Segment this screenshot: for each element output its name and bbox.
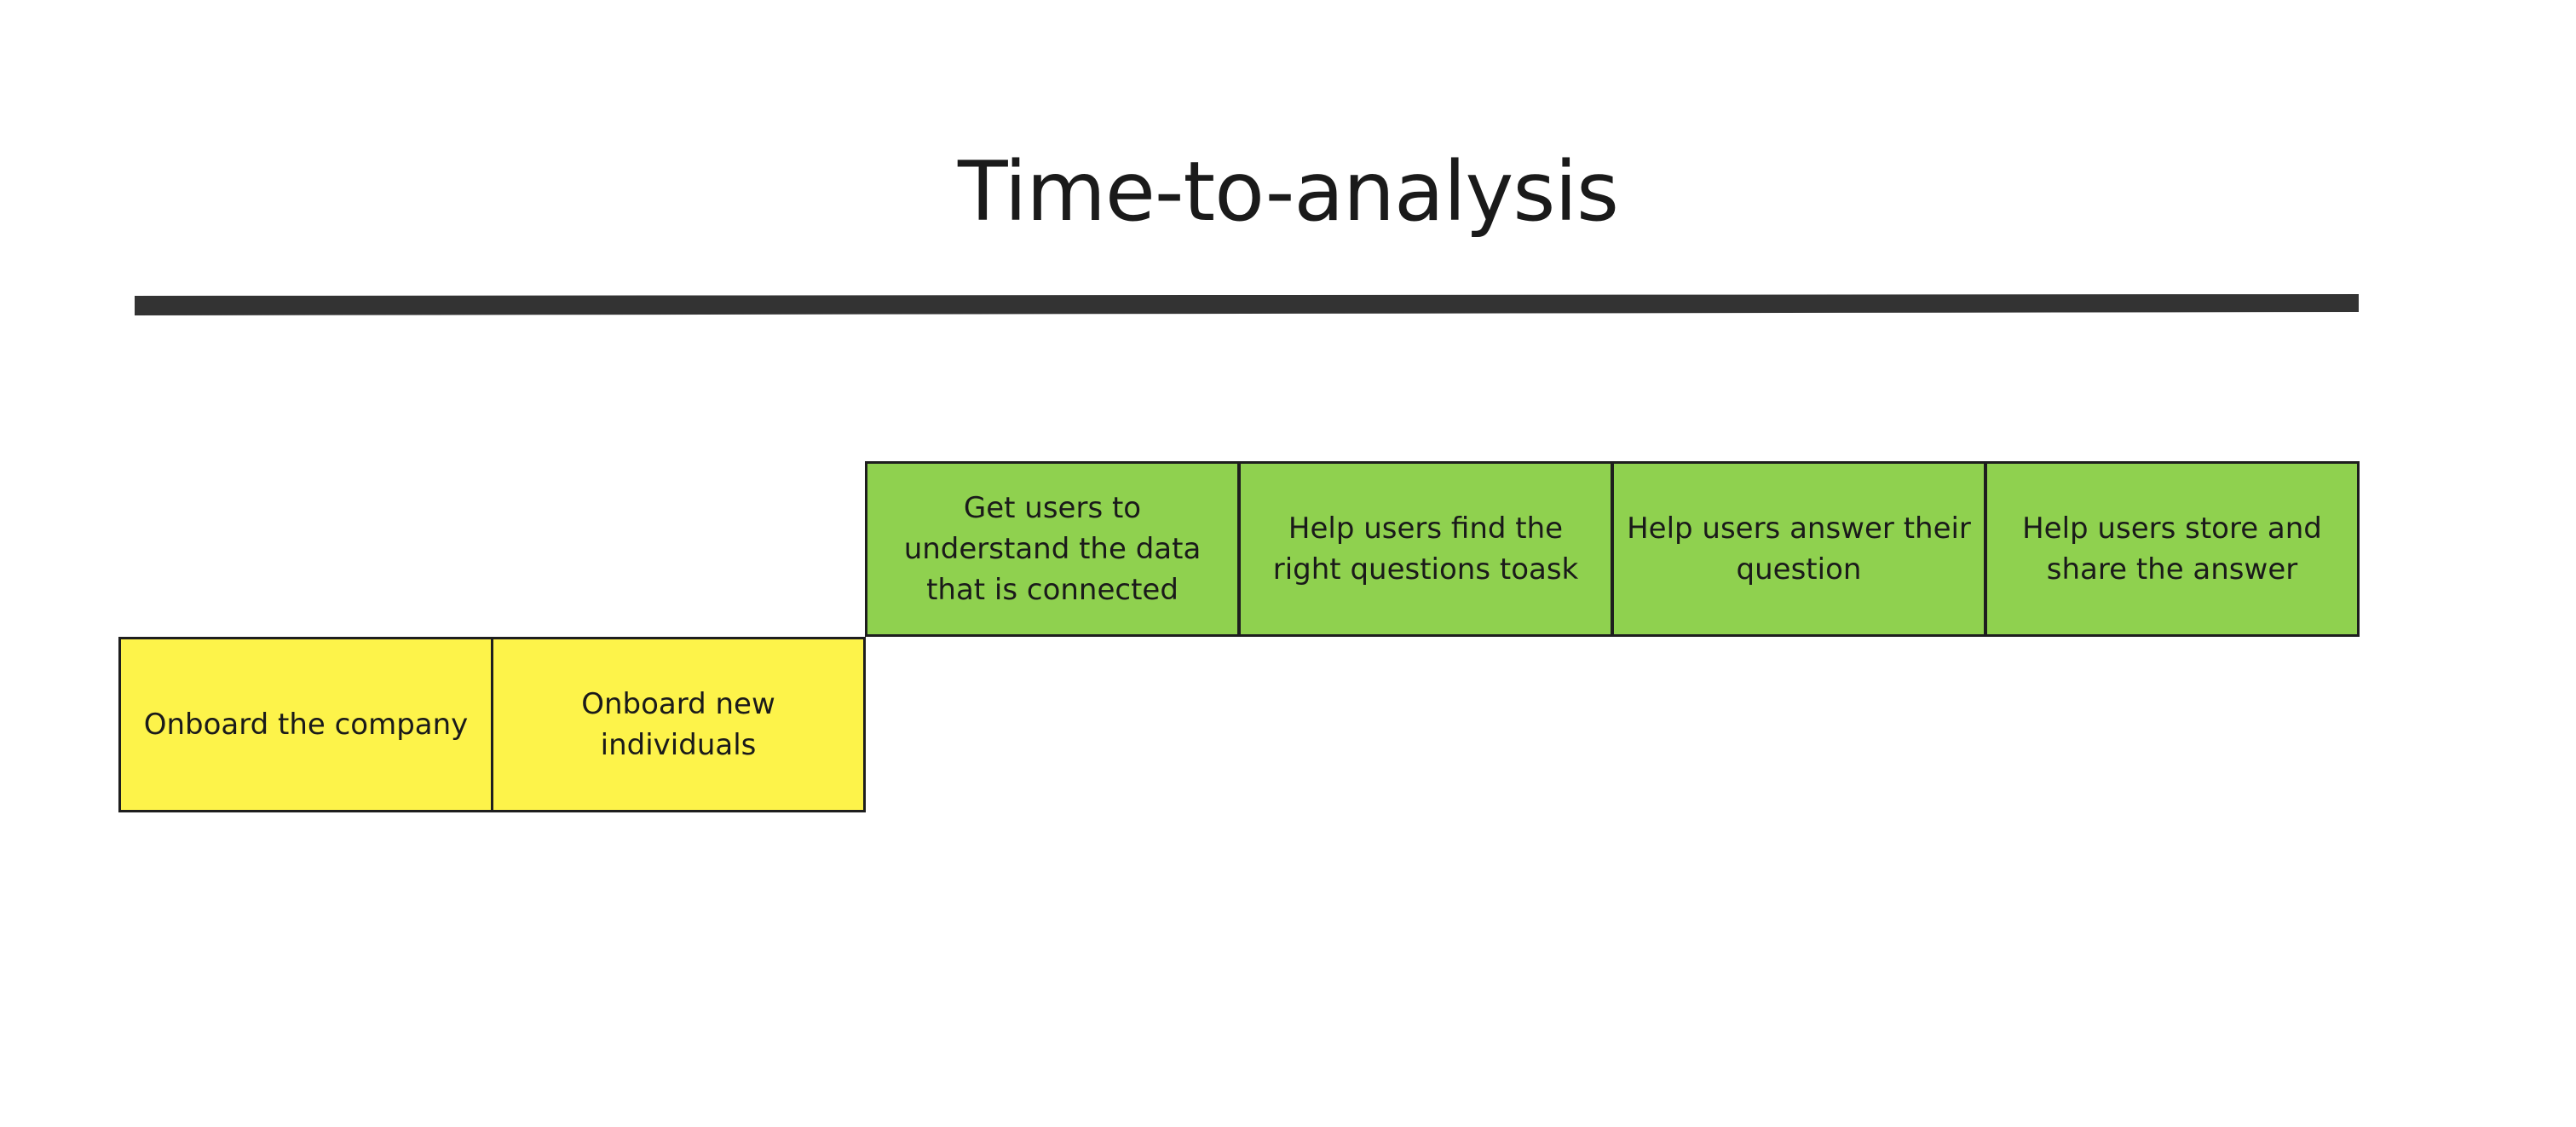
diagram-title: Time-to-analysis: [957, 144, 1619, 240]
timeline-bar-shape: [135, 294, 2359, 315]
sticky-note-label: Onboard the company: [143, 708, 469, 742]
sticky-note-onboard-individuals[interactable]: Onboard new individuals: [491, 637, 866, 812]
sticky-note-label: Help users find the right questions toas…: [1272, 511, 1579, 587]
sticky-note-label: Onboard new individuals: [581, 687, 775, 762]
sticky-note-label: Help users answer their question: [1627, 511, 1971, 587]
sticky-note-label: Get users to understand the data that is…: [903, 491, 1202, 607]
sticky-note-label: Help users store and share the answer: [2022, 511, 2322, 587]
sticky-note-answer-question[interactable]: Help users answer their question: [1611, 461, 1986, 637]
sticky-note-store-share[interactable]: Help users store and share the answer: [1985, 461, 2360, 637]
sticky-note-find-questions[interactable]: Help users find the right questions toas…: [1238, 461, 1613, 637]
sticky-note-onboard-company[interactable]: Onboard the company: [118, 637, 493, 812]
sticky-note-understand-data[interactable]: Get users to understand the data that is…: [865, 461, 1240, 637]
